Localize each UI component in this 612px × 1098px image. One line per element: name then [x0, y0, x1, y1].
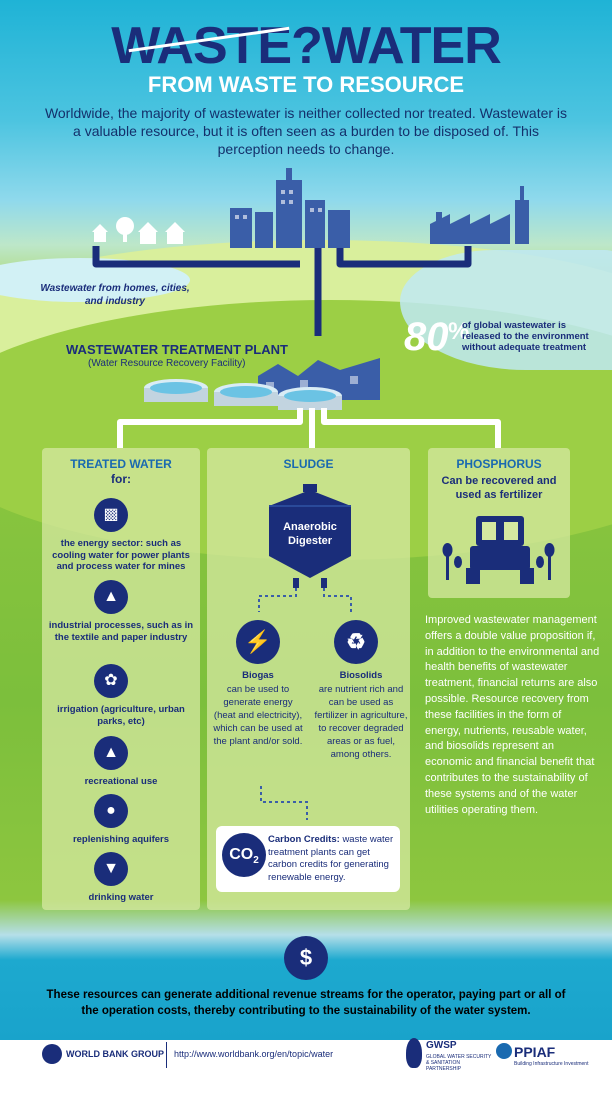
biosolids-title: Biosolids: [339, 670, 383, 681]
ppiaf-subtitle: Building Infrastructure Investment: [514, 1061, 589, 1067]
co2-icon: CO2: [222, 833, 266, 877]
faucet-icon: ▼: [94, 852, 128, 886]
fountain-icon: ▲: [94, 736, 128, 770]
co2-label: CO: [229, 846, 254, 863]
digester-label: Anaerobic Digester: [283, 521, 337, 547]
city-buildings-icon: [230, 168, 350, 248]
biogas-text: can be used to generate energy (heat and…: [213, 684, 303, 747]
treated-item-2: industrial processes, such as in the tex…: [48, 620, 194, 643]
stat-value: 80: [404, 315, 449, 359]
co2-sub: 2: [253, 855, 259, 867]
stat-unit: %: [448, 318, 470, 345]
world-bank-globe-icon: [42, 1044, 62, 1064]
improved-management-text: Improved wastewater management offers a …: [425, 614, 600, 816]
sludge-title: SLUDGE: [283, 457, 334, 471]
treated-item-3: irrigation (agriculture, urban parks, et…: [57, 704, 185, 727]
treated-item-1: the energy sector: such as cooling water…: [52, 538, 190, 572]
intro-text: Worldwide, the majority of wastewater is…: [44, 105, 568, 157]
gwsp-drop-icon: [406, 1038, 422, 1068]
plant-title: WASTEWATER TREATMENT PLANT: [66, 342, 288, 357]
title-block: WASTE?WATER: [0, 18, 612, 74]
gwsp-logo: GWSP: [426, 1040, 457, 1051]
phosphorus-text: Can be recovered and used as fertilizer: [441, 475, 557, 501]
treated-item-6: drinking water: [88, 892, 154, 903]
plant-subtitle: (Water Resource Recovery Facility): [88, 358, 246, 369]
treated-item-4: recreational use: [84, 776, 158, 787]
treated-for-label: for:: [111, 472, 131, 486]
dollar-icon: $: [284, 936, 328, 980]
page-title: WASTE?WATER: [111, 17, 502, 75]
city-pipes-illustration: [92, 168, 529, 336]
treatment-plant-illustration: [117, 358, 501, 448]
carbon-title: Carbon Credits:: [268, 834, 340, 845]
footer-url[interactable]: http://www.worldbank.org/en/topic/water: [174, 1049, 334, 1059]
treated-item-5: replenishing aquifers: [72, 834, 170, 845]
wastewater-source-label: Wastewater from homes, cities, and indus…: [40, 283, 190, 307]
page-subtitle: FROM WASTE TO RESOURCE: [147, 72, 465, 97]
tractor-icon: [442, 516, 555, 584]
factory-buildings-icon: [430, 186, 529, 244]
ppiaf-icon: [496, 1043, 512, 1059]
anaerobic-digester-icon: [258, 484, 352, 612]
carbon-body: waste water treatment plants can get car…: [268, 834, 394, 883]
houses-icon: [92, 217, 185, 244]
biosolids-text: are nutrient rich and can be used as fer…: [314, 684, 408, 760]
biogas-title: Biogas: [242, 670, 274, 681]
revenue-text: These resources can generate additional …: [46, 989, 566, 1017]
factory-icon: ▲: [94, 580, 128, 614]
carbon-arrow: [260, 786, 308, 820]
treated-water-title: TREATED WATER: [70, 457, 172, 471]
phosphorus-title: PHOSPHORUS: [456, 457, 542, 471]
ppiaf-logo: PPIAF: [514, 1044, 556, 1060]
stat-text: of global wastewater is released to the …: [462, 320, 589, 353]
power-plant-icon: ▩: [94, 498, 128, 532]
carbon-credits-text: Carbon Credits: waste water treatment pl…: [268, 834, 396, 884]
footer-divider: [166, 1042, 167, 1068]
water-drop-icon: ●: [94, 794, 128, 828]
recycle-icon: ♻: [334, 620, 378, 664]
dollar-symbol: $: [299, 945, 313, 970]
plant-icon: ✿: [94, 664, 128, 698]
world-bank-group: WORLD BANK GROUP: [66, 1049, 164, 1059]
gwsp-subtitle: GLOBAL WATER SECURITY & SANITATION PARTN…: [426, 1054, 492, 1072]
biogas-icon: ⚡: [236, 620, 280, 664]
treatment-tanks-icon: [144, 379, 342, 410]
